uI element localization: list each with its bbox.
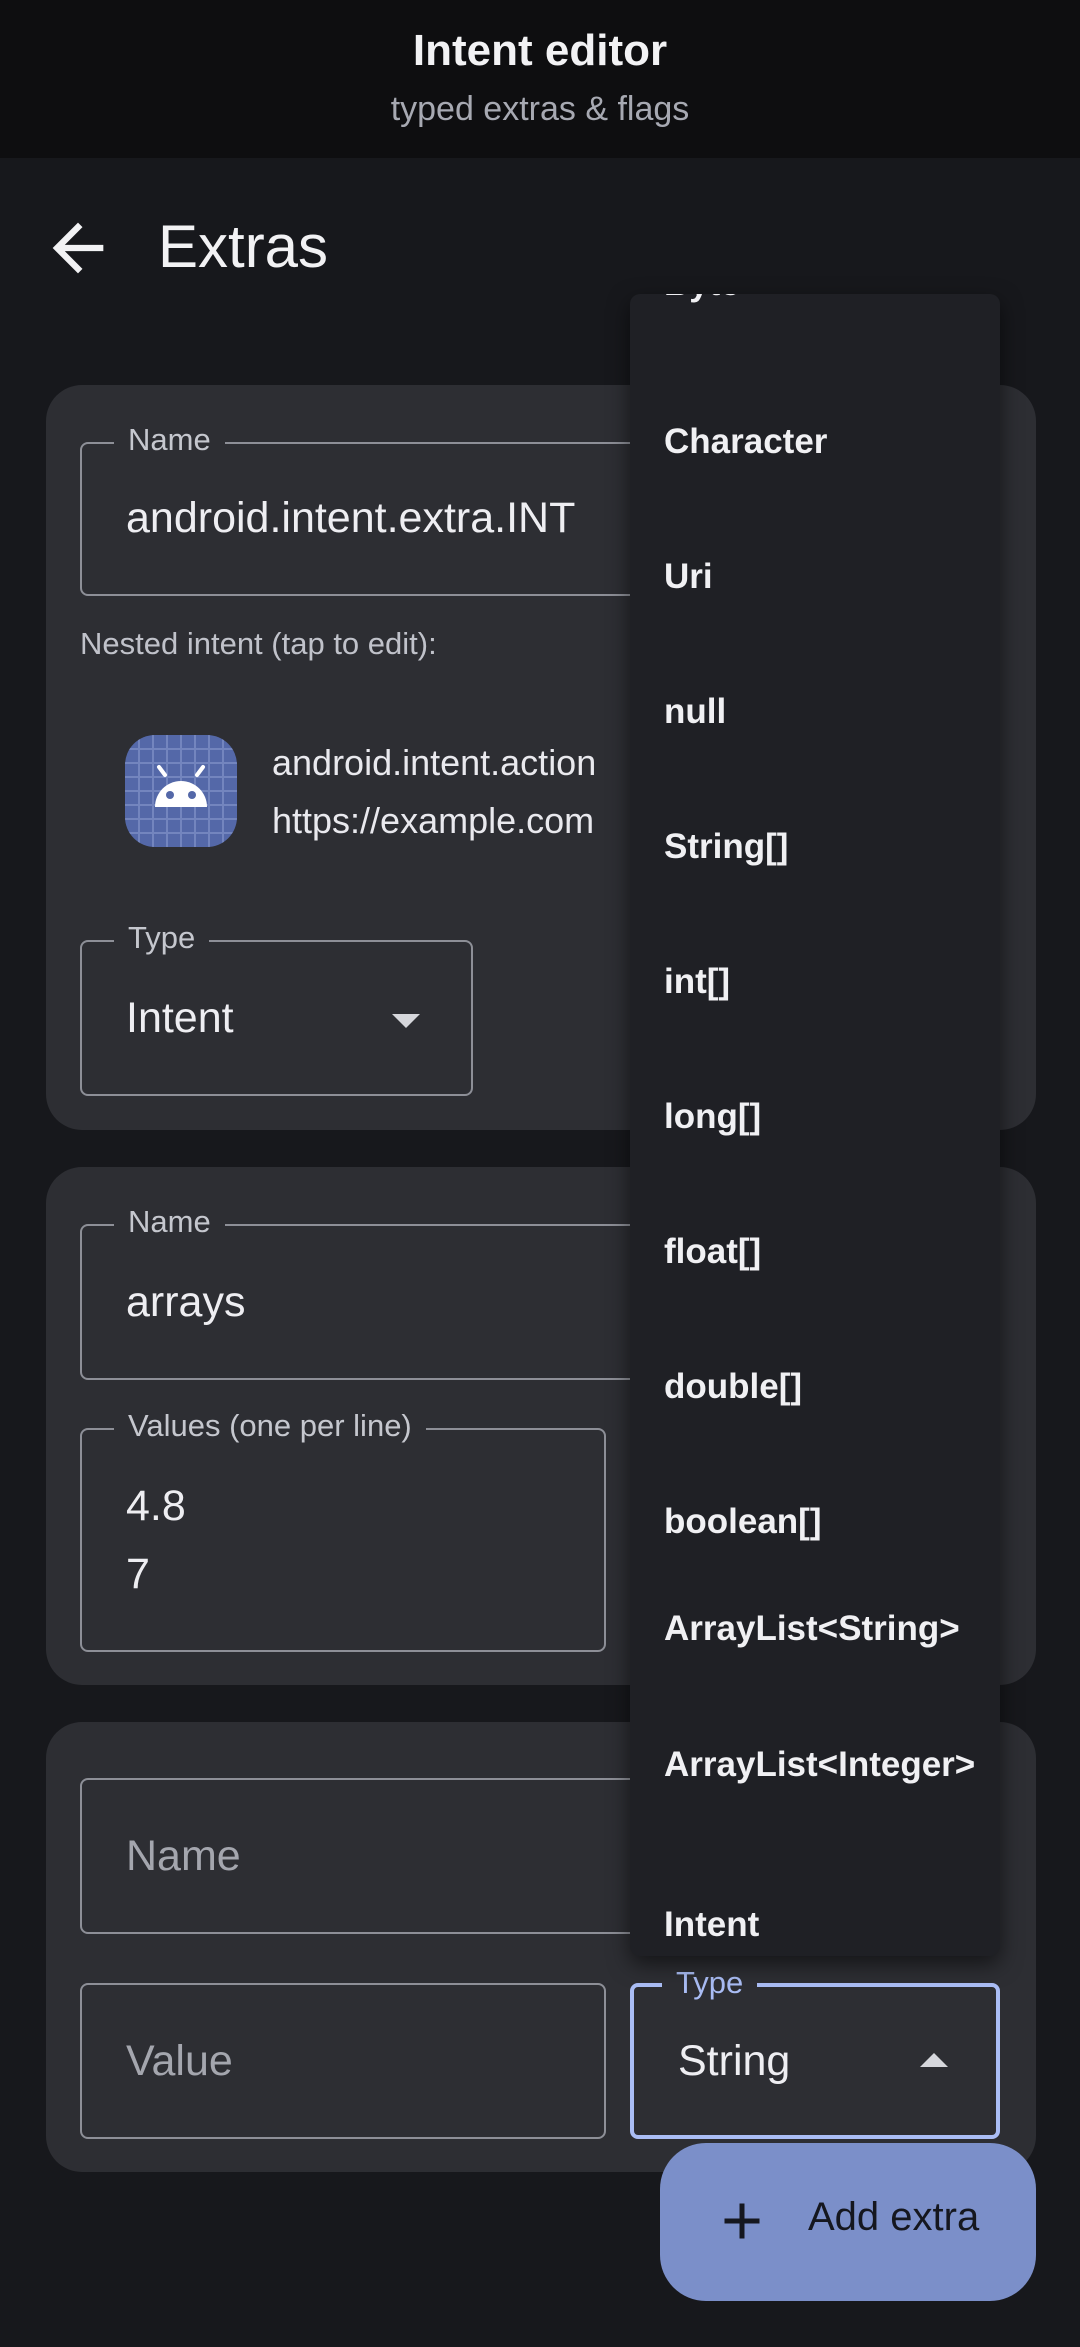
- extra-name-field[interactable]: Name arrays: [80, 1204, 650, 1380]
- menu-item-long-array[interactable]: long[]: [664, 1097, 762, 1136]
- type-dropdown-menu[interactable]: Byte Character Uri null String[] int[] l…: [630, 294, 1000, 1956]
- app-bar: Extras: [0, 158, 1080, 338]
- menu-item-character[interactable]: Character: [664, 422, 828, 461]
- chevron-down-icon: [392, 1014, 420, 1028]
- value-placeholder: Value: [126, 2037, 233, 2085]
- top-bar: Intent editor typed extras & flags: [0, 0, 1080, 158]
- menu-item-double-array[interactable]: double[]: [664, 1367, 803, 1406]
- menu-item-boolean-array[interactable]: boolean[]: [664, 1502, 822, 1541]
- add-extra-button[interactable]: Add extra: [660, 2143, 1036, 2301]
- menu-item-null[interactable]: null: [664, 692, 727, 731]
- nested-intent-action[interactable]: android.intent.action: [272, 742, 597, 783]
- name-field-value: android.intent.extra.INT: [126, 494, 576, 542]
- new-extra-type-select[interactable]: Type String: [630, 1965, 1000, 2139]
- back-button[interactable]: [40, 210, 116, 286]
- name-placeholder: Name: [126, 1832, 241, 1880]
- menu-item-uri[interactable]: Uri: [664, 557, 713, 596]
- type-field-label: Type: [114, 920, 210, 956]
- menu-item-float-array[interactable]: float[]: [664, 1232, 762, 1271]
- page-title: Extras: [158, 213, 329, 280]
- values-textarea[interactable]: Values (one per line) 4.8 7: [80, 1408, 606, 1652]
- type-field-value: String: [678, 2037, 791, 2085]
- menu-item-int-array[interactable]: int[]: [664, 962, 731, 1001]
- new-extra-value-input[interactable]: Value: [80, 1983, 606, 2139]
- plus-icon: [724, 2203, 760, 2239]
- name-field-label: Name: [114, 1204, 225, 1240]
- extra-name-field[interactable]: Name android.intent.extra.INT: [80, 422, 650, 596]
- name-field-value: arrays: [126, 1278, 246, 1326]
- android-icon[interactable]: [125, 735, 237, 847]
- menu-item-intent[interactable]: Intent: [664, 1905, 760, 1944]
- chevron-up-icon: [920, 2053, 948, 2067]
- nested-intent-label: Nested intent (tap to edit):: [80, 626, 437, 661]
- values-field-label: Values (one per line): [114, 1408, 426, 1444]
- type-field-value: Intent: [126, 994, 234, 1042]
- top-bar-title: Intent editor: [412, 26, 668, 75]
- menu-item-arraylist-integer[interactable]: ArrayList<Integer>: [664, 1745, 976, 1784]
- new-extra-name-input[interactable]: Name: [80, 1778, 650, 1934]
- menu-item-byte[interactable]: Byte: [664, 294, 984, 312]
- menu-item-string-array[interactable]: String[]: [664, 827, 789, 866]
- name-field-label: Name: [114, 422, 225, 458]
- arrow-back-icon: [52, 222, 104, 274]
- type-field-label: Type: [662, 1965, 758, 2001]
- value-line: 4.8: [126, 1482, 186, 1530]
- extra-type-select[interactable]: Type Intent: [80, 920, 473, 1096]
- top-bar-subtitle: typed extras & flags: [390, 90, 690, 128]
- nested-intent-data[interactable]: https://example.com: [272, 800, 595, 841]
- value-line: 7: [126, 1550, 150, 1598]
- add-extra-label: Add extra: [808, 2195, 980, 2239]
- menu-item-arraylist-string[interactable]: ArrayList<String>: [664, 1609, 960, 1648]
